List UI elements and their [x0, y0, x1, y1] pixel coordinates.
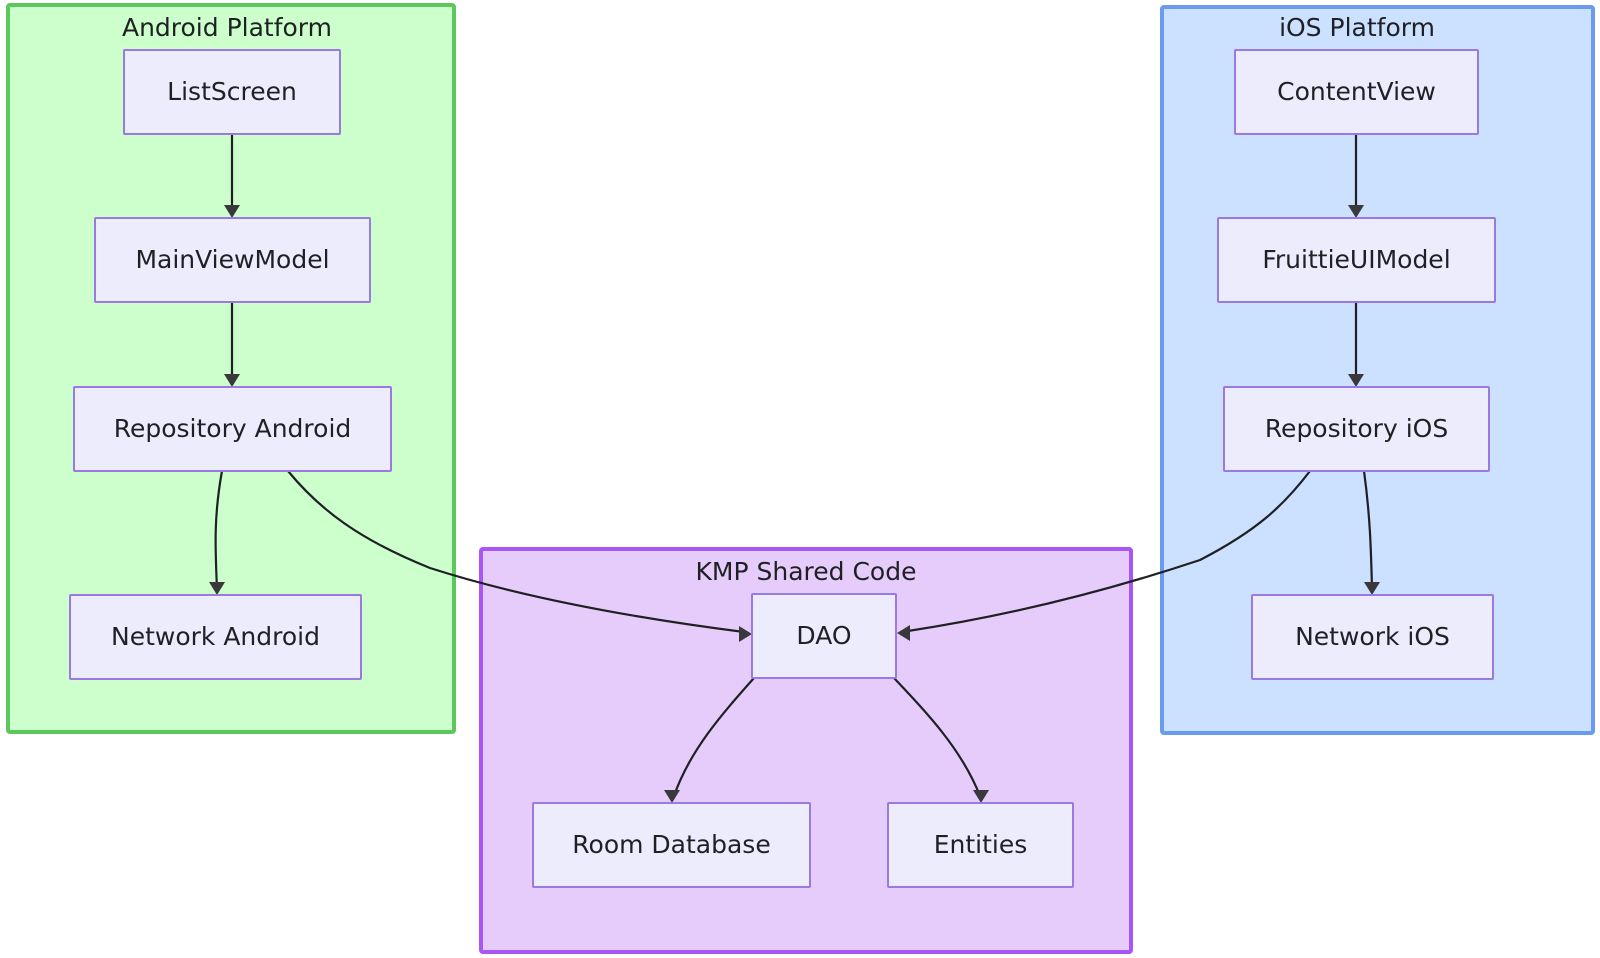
node-label-networkios: Network iOS [1295, 622, 1450, 651]
arrow-head-icon [897, 625, 910, 641]
node-label-contentview: ContentView [1277, 77, 1436, 106]
node-roomdatabase[interactable]: Room Database [532, 802, 811, 888]
edges-layer [209, 134, 1380, 803]
arrow-head-icon [1364, 582, 1380, 595]
edge-fruittieuimodel-to-repositoryios [1348, 302, 1364, 387]
node-label-repositoryandroid: Repository Android [114, 414, 352, 443]
node-contentview[interactable]: ContentView [1234, 49, 1479, 135]
edge-line [893, 677, 982, 797]
node-label-roomdatabase: Room Database [572, 830, 770, 859]
arrow-head-icon [664, 790, 680, 803]
cluster-title-android: Android Platform [122, 13, 332, 42]
node-label-networkandroid: Network Android [111, 622, 320, 651]
edge-repositoryios-to-networkios [1362, 470, 1380, 595]
node-box-listscreen[interactable] [123, 49, 341, 135]
node-label-mainviewmodel: MainViewModel [135, 245, 329, 274]
arrow-head-icon [224, 205, 240, 218]
node-box-contentview[interactable] [1234, 49, 1479, 135]
node-listscreen[interactable]: ListScreen [123, 49, 341, 135]
node-label-entities: Entities [934, 830, 1028, 859]
arrow-head-icon [739, 626, 752, 642]
cluster-box-ios [1160, 5, 1595, 735]
arrow-head-icon [1348, 374, 1364, 387]
edge-line [214, 470, 224, 590]
edge-dao-to-entities [893, 677, 989, 803]
node-fruittieuimodel[interactable]: FruittieUIModel [1217, 217, 1496, 303]
node-dao[interactable]: DAO [751, 593, 897, 679]
edge-dao-to-roomdatabase [664, 677, 755, 803]
edge-repositoryandroid-to-networkandroid [209, 470, 225, 595]
cluster-ios: iOS Platform [1160, 5, 1595, 735]
node-label-listscreen: ListScreen [167, 77, 297, 106]
edge-line [287, 470, 745, 634]
node-box-networkios[interactable] [1251, 594, 1494, 680]
edge-repositoryandroid-to-dao [287, 470, 752, 642]
cluster-title-ios: iOS Platform [1279, 13, 1435, 42]
node-networkios[interactable]: Network iOS [1251, 594, 1494, 680]
edge-contentview-to-fruittieuimodel [1348, 134, 1364, 218]
node-label-fruittieuimodel: FruittieUIModel [1262, 245, 1450, 274]
edge-listscreen-to-mainviewmodel [224, 134, 240, 218]
edge-line [1362, 470, 1374, 590]
edge-line [907, 470, 1311, 633]
cluster-title-kmp: KMP Shared Code [696, 557, 917, 586]
node-label-dao: DAO [796, 621, 851, 650]
arrow-head-icon [209, 582, 225, 595]
arrow-head-icon [973, 790, 989, 803]
node-box-dao[interactable] [751, 593, 897, 679]
node-networkandroid[interactable]: Network Android [69, 594, 362, 680]
node-repositoryios[interactable]: Repository iOS [1223, 386, 1490, 472]
node-box-mainviewmodel[interactable] [94, 217, 371, 303]
arrow-head-icon [1348, 205, 1364, 218]
node-mainviewmodel[interactable]: MainViewModel [94, 217, 371, 303]
node-label-repositoryios: Repository iOS [1265, 414, 1448, 443]
edge-mainviewmodel-to-repositoryandroid [224, 302, 240, 387]
arrow-head-icon [224, 374, 240, 387]
node-repositoryandroid[interactable]: Repository Android [73, 386, 392, 472]
edge-line [672, 677, 755, 797]
edge-repositoryios-to-dao [897, 470, 1311, 641]
node-box-networkandroid[interactable] [69, 594, 362, 680]
node-box-fruittieuimodel[interactable] [1217, 217, 1496, 303]
node-box-entities[interactable] [887, 802, 1074, 888]
node-box-roomdatabase[interactable] [532, 802, 811, 888]
node-entities[interactable]: Entities [887, 802, 1074, 888]
node-box-repositoryios[interactable] [1223, 386, 1490, 472]
node-box-repositoryandroid[interactable] [73, 386, 392, 472]
